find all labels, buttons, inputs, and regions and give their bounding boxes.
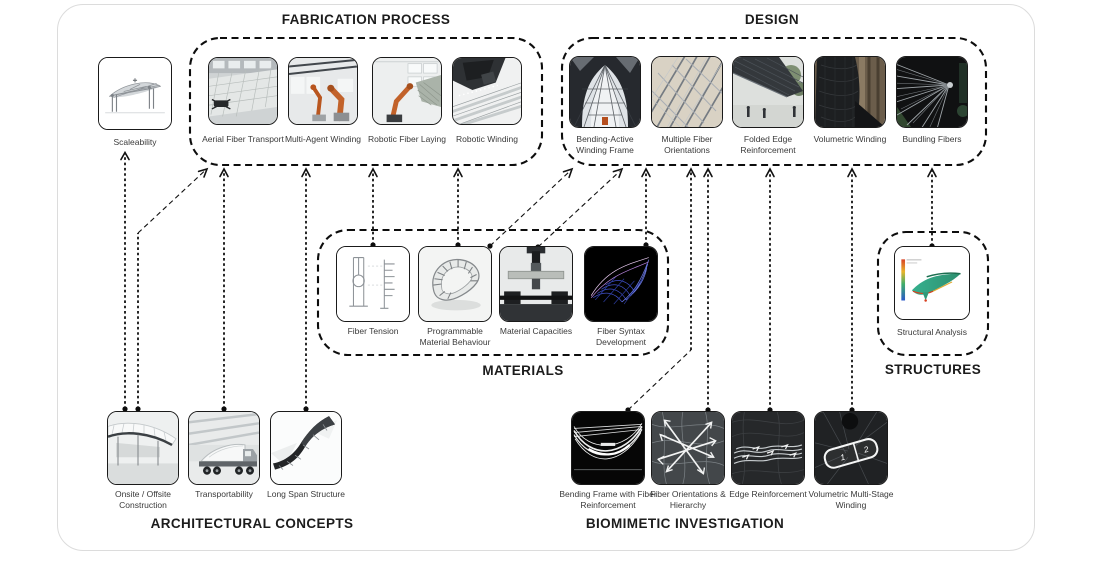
- aerial-fiber-transport-image: [209, 58, 277, 124]
- item-label: Fiber Orientations & Hierarchy: [650, 489, 726, 511]
- item-label: Material Capacities: [499, 326, 573, 336]
- item-label: Folded Edge Reinforcement: [740, 134, 796, 156]
- structural-analysis-image: [895, 247, 969, 319]
- item-label: Fiber Tension: [347, 326, 399, 336]
- long-span-structure-image: [271, 412, 341, 484]
- transportability-image: [189, 412, 259, 484]
- biomimetic-investigation-title: BIOMIMETIC INVESTIGATION: [585, 516, 785, 531]
- item-label: Aerial Fiber Transport: [202, 134, 284, 144]
- volumetric-multi-stage-winding-image: 1 2: [815, 412, 887, 484]
- multi-agent-winding-image: [289, 58, 357, 124]
- item-label: Bending Frame with Fiber Reinforcement: [559, 489, 657, 511]
- item-label: Transportability: [195, 489, 253, 499]
- item-aerial-fiber-transport: [208, 57, 278, 125]
- programmable-material-behaviour-image: [419, 247, 491, 321]
- item-long-span-structure: [270, 411, 342, 485]
- item-scaleability: [98, 57, 172, 130]
- item-volumetric-multi-stage-winding: 1 2: [814, 411, 888, 485]
- onsite-offsite-construction-image: [108, 412, 178, 484]
- item-structural-analysis: [894, 246, 970, 320]
- item-folded-edge-reinforcement: [732, 56, 804, 128]
- item-bending-frame-with-fiber-reinforcement: [571, 411, 645, 485]
- robotic-fiber-laying-image: [373, 58, 441, 124]
- item-label: Multi-Agent Winding: [284, 134, 362, 144]
- fiber-syntax-development-image: [585, 247, 657, 321]
- item-multi-agent-winding: [288, 57, 358, 125]
- item-fiber-orientations-hierarchy: [651, 411, 725, 485]
- item-label: Volumetric Winding: [813, 134, 887, 144]
- multiple-fiber-orientations-image: [652, 57, 722, 127]
- fiber-orientations-hierarchy-image: [652, 412, 724, 484]
- bending-frame-with-fiber-reinforcement-image: [572, 412, 644, 484]
- stage-label-2: 2: [862, 445, 870, 455]
- architectural-concepts-title: ARCHITECTURAL CONCEPTS: [150, 516, 354, 531]
- item-material-capacities: [499, 246, 573, 322]
- item-label: Edge Reinforcement: [729, 489, 807, 499]
- item-fiber-tension: [336, 246, 410, 322]
- bending-active-winding-frame-image: [570, 57, 640, 127]
- material-capacities-image: [500, 247, 572, 321]
- fiber-tension-image: [337, 247, 409, 321]
- item-label: Bundling Fibers: [902, 134, 962, 144]
- item-bending-active-winding-frame: [569, 56, 641, 128]
- item-label: Long Span Structure: [267, 489, 345, 499]
- robotic-winding-image: [453, 58, 521, 124]
- item-label: Volumetric Multi-Stage Winding: [808, 489, 894, 511]
- structures-title: STRUCTURES: [884, 362, 982, 377]
- item-volumetric-winding: [814, 56, 886, 128]
- item-robotic-winding: [452, 57, 522, 125]
- scaleability-image: [99, 58, 171, 129]
- design-title: DESIGN: [744, 12, 800, 27]
- item-programmable-material-behaviour: [418, 246, 492, 322]
- item-bundling-fibers: [896, 56, 968, 128]
- scaleability-label: Scaleability: [113, 137, 157, 147]
- item-label: Onsite / Offsite Construction: [114, 489, 172, 511]
- item-onsite-offsite-construction: [107, 411, 179, 485]
- item-robotic-fiber-laying: [372, 57, 442, 125]
- edge-reinforcement-image: [732, 412, 804, 484]
- item-label: Structural Analysis: [897, 327, 967, 337]
- item-label: Fiber Syntax Development: [595, 326, 647, 348]
- item-label: Multiple Fiber Orientations: [661, 134, 713, 156]
- folded-edge-reinforcement-image: [733, 57, 803, 127]
- bundling-fibers-image: [897, 57, 967, 127]
- item-label: Bending-Active Winding Frame: [576, 134, 634, 156]
- stage-label-1: 1: [839, 453, 846, 463]
- item-label: Robotic Winding: [456, 134, 518, 144]
- materials-title: MATERIALS: [482, 363, 564, 378]
- item-fiber-syntax-development: [584, 246, 658, 322]
- item-transportability: [188, 411, 260, 485]
- item-multiple-fiber-orientations: [651, 56, 723, 128]
- item-label: Robotic Fiber Laying: [368, 134, 446, 144]
- fabrication-process-title: FABRICATION PROCESS: [281, 12, 451, 27]
- volumetric-winding-image: [815, 57, 885, 127]
- item-label: Programmable Material Behaviour: [419, 326, 491, 348]
- item-edge-reinforcement: [731, 411, 805, 485]
